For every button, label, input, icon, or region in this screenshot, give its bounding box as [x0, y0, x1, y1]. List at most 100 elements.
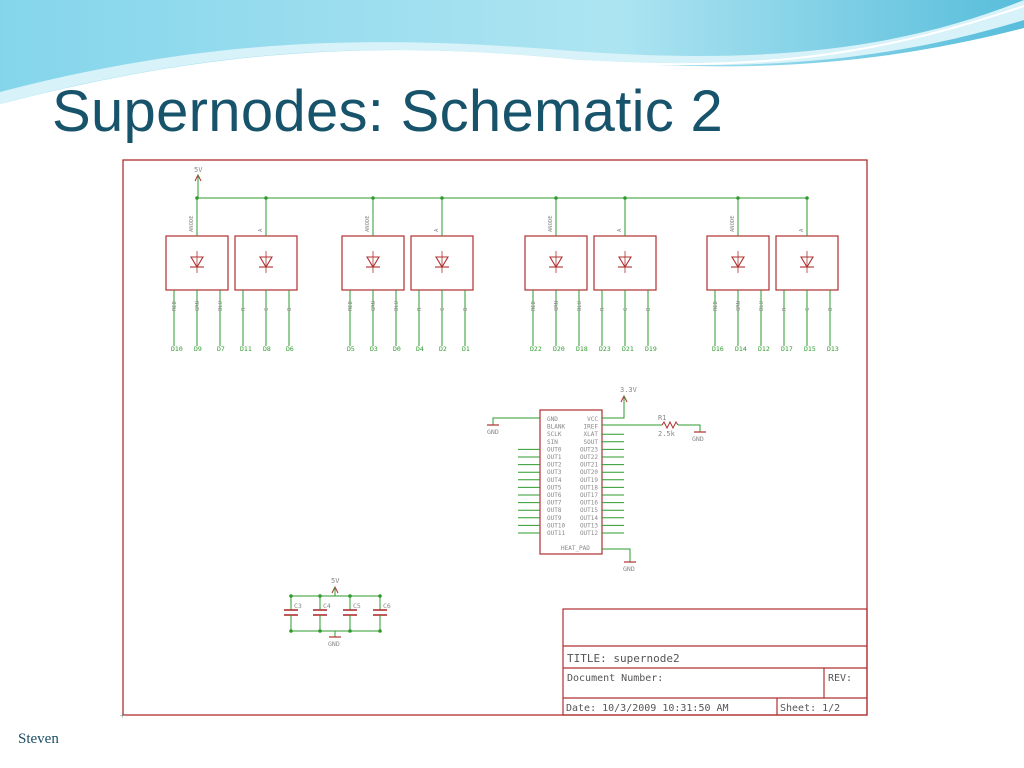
cap-junction-top [348, 594, 352, 598]
supply-5v-label: 5V [194, 166, 203, 174]
ic-right-pin-label: OUT17 [580, 492, 598, 499]
ic-right-pin-label: OUT19 [580, 477, 598, 484]
junction-dot [264, 196, 268, 200]
cap-junction-bottom [318, 629, 322, 633]
resistor-gnd-label: GND [692, 435, 704, 443]
ic-right-pin-label: SOUT [584, 439, 599, 446]
net-label: D15 [804, 345, 816, 353]
capacitor-label: C5 [353, 602, 361, 610]
cap-supply-5v-label: 5V [331, 577, 340, 585]
ic-left-pin-label: OUT2 [547, 462, 562, 469]
capacitor-label: C4 [323, 602, 331, 610]
ic-left-pin-label: OUT11 [547, 530, 565, 537]
ic-left-pin-label: OUT10 [547, 522, 565, 529]
cathode-pin-label: BLU [218, 301, 224, 311]
cathode-pin-label: B [287, 307, 293, 311]
capacitor-label: C6 [383, 602, 391, 610]
net-label: D2 [439, 345, 447, 353]
cap-junction-top [378, 594, 382, 598]
cathode-pin-label: BLU [577, 301, 583, 311]
cap-junction-bottom [348, 629, 352, 633]
ic-left-pin-label: OUT1 [547, 454, 562, 461]
net-label: D12 [758, 345, 770, 353]
net-label: D4 [416, 345, 424, 353]
junction-dot [554, 196, 558, 200]
schematic-frame [122, 159, 868, 716]
ic-right-pin-label: OUT18 [580, 484, 598, 491]
ic-left-pin-label: OUT3 [547, 469, 562, 476]
net-label: D10 [171, 345, 183, 353]
title-block [562, 608, 868, 716]
cathode-pin-label: R [417, 307, 423, 311]
ic-right-pin-label: OUT21 [580, 462, 598, 469]
net-label: D19 [645, 345, 657, 353]
cathode-pin-label: R [241, 307, 247, 311]
title-block-document-number: Document Number: [567, 673, 663, 684]
cathode-pin-label: G [623, 308, 629, 311]
net-label: D20 [553, 345, 565, 353]
resistor-r1-value: 2.5k [658, 430, 676, 438]
junction-dot [623, 196, 627, 200]
net-label: D0 [393, 345, 401, 353]
top-wave-line [0, 5, 1024, 111]
ic-left-pin-label: SIN [547, 439, 558, 446]
ic-left-pin-label: OUT6 [547, 492, 562, 499]
cathode-pin-label: G [440, 308, 446, 311]
svg-text:+: + [120, 711, 125, 720]
anode-label: A [617, 228, 623, 232]
cathode-pin-label: G [264, 308, 270, 311]
ic-right-pin-label: IREF [584, 424, 599, 431]
cap-junction-top [318, 594, 322, 598]
net-label: D18 [576, 345, 588, 353]
anode-label: A [434, 228, 440, 232]
net-label: D13 [827, 345, 839, 353]
cathode-pin-label: B [646, 307, 652, 311]
cathode-pin-label: R [600, 307, 606, 311]
ic-left-pin-label: SCLK [547, 431, 562, 438]
net-label: D1 [462, 345, 470, 353]
cathode-pin-label: GRN [371, 301, 377, 311]
driver-ic-heat-pad-label: HEAT_PAD [561, 545, 590, 552]
cathode-pin-label: RED [531, 301, 537, 311]
cathode-pin-label: GRN [195, 301, 201, 311]
cap-junction-top [289, 594, 293, 598]
cathode-pin-label: BLU [394, 301, 400, 311]
ic-right-pin-label: OUT13 [580, 522, 598, 529]
resistor-r1-name: R1 [658, 414, 666, 422]
cathode-pin-label: GRN [554, 301, 560, 311]
ic-left-pin-label: OUT9 [547, 515, 562, 522]
top-wave-light [0, 0, 1024, 104]
cathode-pin-label: B [828, 307, 834, 311]
cathode-pin-label: GRN [736, 301, 742, 311]
ic-left-pin-label: OUT7 [547, 500, 562, 507]
cap-gnd-label: GND [328, 640, 340, 648]
junction-dot [371, 196, 375, 200]
cathode-pin-label: BLU [759, 301, 765, 311]
ic-gnd-label: GND [487, 428, 499, 436]
driver-ic-body [539, 409, 603, 555]
cathode-pin-label: RED [172, 301, 178, 311]
net-label: D7 [217, 345, 225, 353]
ic-left-pin-label: OUT0 [547, 446, 562, 453]
net-label: D21 [622, 345, 634, 353]
title-block-date: Date: 10/3/2009 10:31:50 AM [566, 703, 729, 714]
cathode-pin-label: R [782, 307, 788, 311]
ic-left-pin-label: GND [547, 416, 558, 423]
anode-label: ANODE [548, 215, 554, 232]
ic-right-pin-label: OUT20 [580, 469, 598, 476]
ic-right-pin-label: OUT16 [580, 500, 598, 507]
ic-right-pin-label: OUT22 [580, 454, 598, 461]
ic-left-pin-label: OUT8 [547, 507, 562, 514]
cathode-pin-label: RED [713, 301, 719, 311]
cathode-pin-label: G [805, 308, 811, 311]
cap-junction-bottom [378, 629, 382, 633]
ic-left-pin-label: BLANK [547, 424, 565, 431]
anode-label: A [799, 228, 805, 232]
net-label: D6 [286, 345, 294, 353]
net-label: D14 [735, 345, 747, 353]
ic-right-pin-label: OUT23 [580, 446, 598, 453]
ic-right-pin-label: VCC [587, 416, 598, 423]
net-label: D22 [530, 345, 542, 353]
